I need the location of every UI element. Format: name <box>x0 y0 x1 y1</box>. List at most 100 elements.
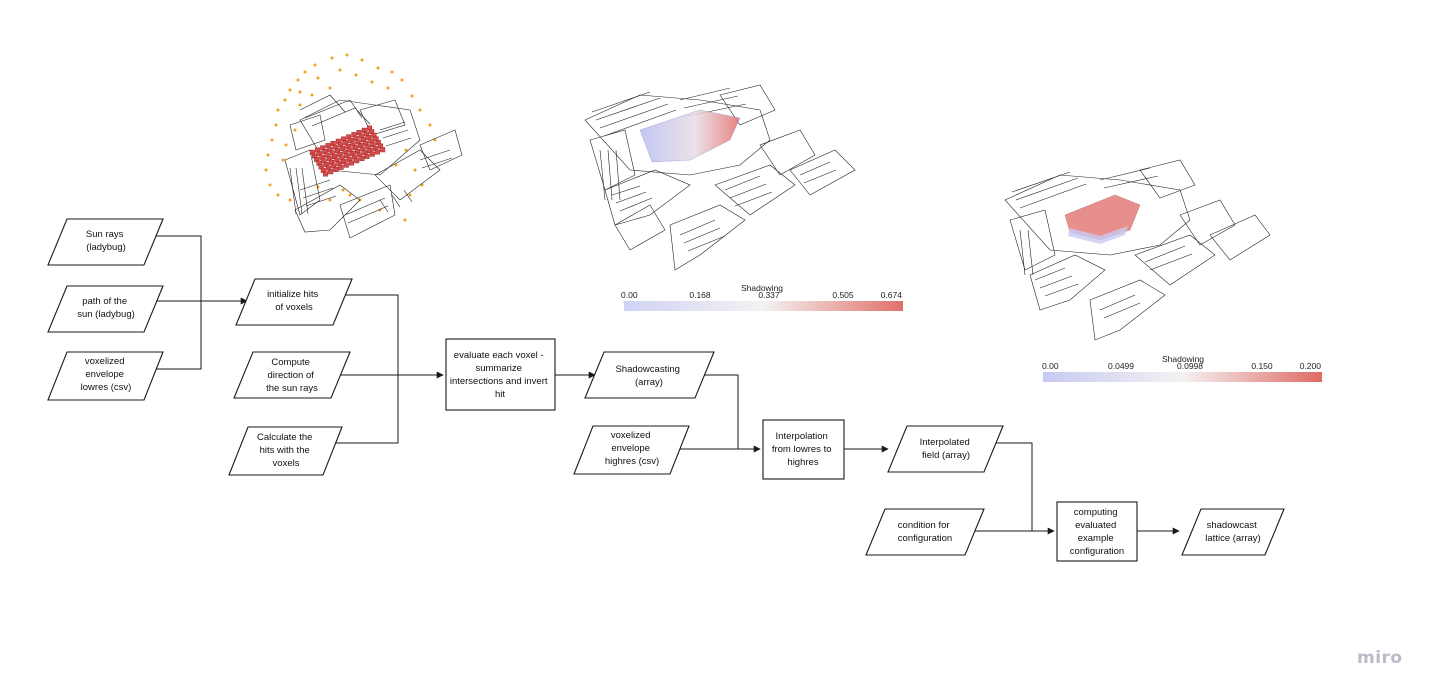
voxel-cell <box>380 147 386 153</box>
node-label-line: condition for <box>898 520 950 531</box>
node-label-line: summarize <box>475 363 521 374</box>
miro-watermark: miro <box>1357 648 1403 668</box>
node-evaluate-voxel[interactable]: evaluate each voxel - summarize intersec… <box>445 338 556 411</box>
node-label-line: evaluated <box>1075 520 1116 531</box>
node-label-line: hits with the <box>260 445 310 456</box>
node-label-line: voxelized <box>85 356 125 367</box>
node-sun-rays[interactable]: Sun rays (ladybug) <box>47 218 164 266</box>
voxel-cell <box>354 158 360 164</box>
city-model-1 <box>284 94 463 239</box>
voxel-cell <box>359 155 365 161</box>
sun-point <box>293 128 297 132</box>
sun-point <box>390 70 394 74</box>
sun-point <box>328 86 332 90</box>
node-label-line: Sun rays <box>86 229 124 240</box>
node-computing-configuration[interactable]: computing evaluated example configuratio… <box>1056 501 1138 562</box>
voxel-block <box>309 125 386 177</box>
sun-point <box>298 90 302 94</box>
sun-point <box>338 68 342 72</box>
node-calculate-hits[interactable]: Calculate the hits with the voxels <box>228 426 343 476</box>
svg-text:Sun rays (ladybug): Sun rays (ladybug) <box>86 229 126 253</box>
node-label-line: configuration <box>898 533 952 544</box>
scale-tick: 0.0499 <box>1108 361 1134 371</box>
node-label-line: the sun rays <box>266 383 318 394</box>
sun-point <box>283 98 287 102</box>
scale-tick: 0.00 <box>1042 361 1059 371</box>
voxel-cell <box>338 164 344 170</box>
scale-tick: 0.337 <box>758 290 780 300</box>
voxel-cell <box>323 171 329 177</box>
node-initialize-hits[interactable]: initialize hits of voxels <box>235 278 353 326</box>
voxel-cell <box>333 166 339 172</box>
color-scale-2: Shadowing 0.00 0.0499 0.0998 0.150 0.200 <box>1042 354 1322 382</box>
scale-tick: 0.0998 <box>1177 361 1203 371</box>
sun-point <box>404 148 408 152</box>
node-shadowcasting[interactable]: Shadowcasting (array) <box>584 351 715 399</box>
voxel-cell <box>343 162 349 168</box>
node-label-line: hit <box>495 389 505 400</box>
node-shadowcast-lattice[interactable]: shadowcast lattice (array) <box>1181 508 1285 556</box>
illustration-shadow-heatmap-1 <box>584 84 856 271</box>
sun-point <box>264 168 268 172</box>
node-label-line: envelope <box>85 369 124 380</box>
sun-point <box>276 193 280 197</box>
scale-title: Shadowing <box>741 283 783 293</box>
node-voxelized-lowres[interactable]: voxelized envelope lowres (csv) <box>47 351 164 401</box>
node-condition[interactable]: condition for configuration <box>865 508 985 556</box>
voxel-cell <box>349 160 355 166</box>
node-label-line: direction of <box>267 370 314 381</box>
node-interpolation[interactable]: Interpolation from lowres to highres <box>762 419 845 480</box>
svg-text:Shadowcasting (array): Shadowcasting (array) <box>615 364 682 388</box>
node-label-line: sun (ladybug) <box>77 309 135 320</box>
node-label-line: Interpolation <box>776 431 828 442</box>
svg-text:initialize hits of voxel: initialize hits of voxels <box>267 289 321 313</box>
sun-point <box>328 198 332 202</box>
sun-point <box>266 153 270 157</box>
node-label-line: lattice (array) <box>1205 533 1260 544</box>
scale-tick: 0.168 <box>689 290 711 300</box>
node-voxelized-highres[interactable]: voxelized envelope highres (csv) <box>573 425 690 475</box>
svg-text:Interpolated field (arra: Interpolated field (array) <box>920 437 973 461</box>
sun-point <box>370 80 374 84</box>
node-label-line: lowres (csv) <box>81 382 132 393</box>
node-label-line: voxelized <box>611 430 651 441</box>
sun-point <box>274 123 278 127</box>
node-label-line: example <box>1078 533 1114 544</box>
node-label-line: configuration <box>1070 546 1124 557</box>
color-scale-1: Shadowing 0.00 0.168 0.337 0.505 0.674 <box>621 283 903 311</box>
svg-text:computing evaluated: computing evaluated example configuratio… <box>1070 507 1124 557</box>
sun-point <box>376 66 380 70</box>
sun-point <box>413 168 417 172</box>
shadow-heat-surface-1 <box>639 109 741 163</box>
scale-gradient <box>624 301 903 311</box>
scale-gradient <box>1043 372 1322 382</box>
svg-text:Compute direction of: Compute direction of the sun rays <box>266 357 318 394</box>
sun-point <box>313 63 317 67</box>
sun-point <box>433 138 437 142</box>
sun-point <box>354 73 358 77</box>
node-label-line: path of the <box>82 296 127 307</box>
node-interpolated-field[interactable]: Interpolated field (array) <box>887 425 1004 473</box>
svg-text:path of the sun (ladybug: path of the sun (ladybug) <box>77 296 135 320</box>
node-path-of-sun[interactable]: path of the sun (ladybug) <box>47 285 164 333</box>
sun-point <box>400 78 404 82</box>
node-label-line: shadowcast <box>1207 520 1258 531</box>
node-label-line: initialize hits <box>267 289 318 300</box>
sun-point <box>348 193 352 197</box>
node-label-line: Shadowcasting <box>615 364 679 375</box>
node-label-line: from lowres to <box>772 444 832 455</box>
sun-point <box>276 108 280 112</box>
sun-path-points <box>264 53 437 222</box>
voxel-cell <box>369 151 375 157</box>
node-label-line: Interpolated <box>920 437 970 448</box>
scale-tick: 0.505 <box>832 290 854 300</box>
node-label-line: envelope <box>611 443 650 454</box>
scale-tick: 0.674 <box>881 290 903 300</box>
sun-point <box>296 78 300 82</box>
node-compute-direction[interactable]: Compute direction of the sun rays <box>233 351 351 399</box>
node-label-line: (ladybug) <box>86 242 126 253</box>
node-label-line: of voxels <box>275 302 313 313</box>
svg-text:Interpolation from lowre: Interpolation from lowres to highres <box>772 431 834 468</box>
illustration-sun-path-voxels <box>264 53 463 239</box>
sun-point <box>360 58 364 62</box>
